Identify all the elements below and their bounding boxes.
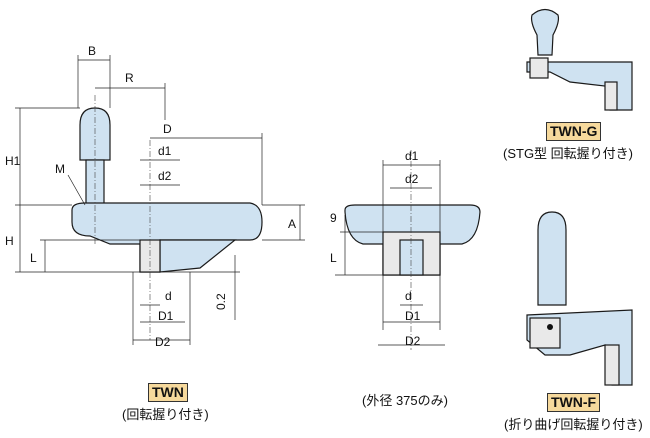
dim-D2: D2 [155,335,171,349]
twn-g-caption: (STG型 回転握り付き) [503,146,633,161]
dim-H1: H1 [5,154,21,168]
dim-R: R [125,71,134,85]
twn-g-hub-section [604,81,618,111]
twn-f-knob [537,211,567,306]
dim-L: L [30,251,37,265]
dim-d2: d2 [158,169,172,183]
center-dim-d2: d2 [405,172,419,186]
twn-wheel [71,202,263,273]
dim-d: d [165,289,172,303]
dim-H: H [5,234,14,248]
dim-gap: 0.2 [214,293,228,310]
dim-D1: D1 [158,309,174,323]
center-dim-d: d [405,289,412,303]
twn-f-badge: TWN-F [547,393,601,412]
dim-A: A [288,217,296,231]
center-hub-bore [399,239,424,276]
center-dim-9: 9 [330,211,337,225]
twn-caption: (回転握り付き) [122,407,209,422]
twn-g-drawing [526,8,633,111]
twn-drawing: B R D d1 d2 H1 M H L A 0.2 d D1 D2 [5,44,305,349]
twn-dimension-lines [15,55,305,345]
center-dim-D1: D1 [405,309,421,323]
twn-hub-cone [159,239,237,273]
center-dim-d1: d1 [405,149,419,163]
center-dim-L: L [330,251,337,265]
center-caption: (外径 375のみ) [362,393,448,408]
twn-f-fold-section [529,317,561,349]
dim-B: B [88,44,96,58]
dim-M: M [55,162,65,176]
center-dimension-lines [335,160,445,346]
twn-f-pivot-pin [547,324,553,330]
twn-f-caption: (折り曲げ回転握り付き) [504,417,643,432]
dim-d1: d1 [158,144,172,158]
dim-D: D [163,122,172,136]
twn-g-badge: TWN-G [546,122,602,141]
twn-g-knob [530,8,560,56]
center-drawing: d1 d2 9 L d D1 D2 [330,149,481,350]
twn-g-grip-section [529,57,549,79]
center-dim-D2: D2 [405,334,421,348]
twn-badge: TWN [148,383,188,402]
twn-f-drawing [526,211,633,386]
twn-f-hub-section [604,344,620,386]
